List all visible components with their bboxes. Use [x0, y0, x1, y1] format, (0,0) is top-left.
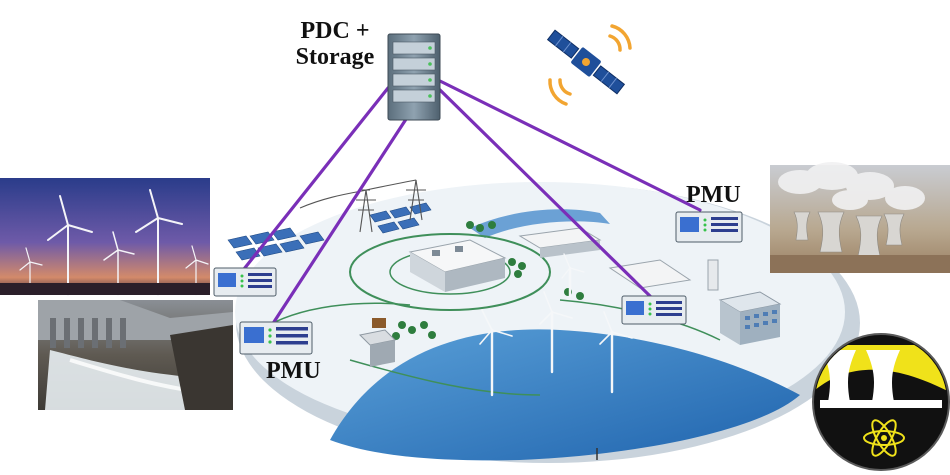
substation-icon [408, 239, 507, 292]
wind-farm-photo [0, 178, 210, 296]
solar-panel-icon [227, 202, 432, 261]
pmu-device-icon [621, 295, 687, 325]
server-rack-icon [387, 33, 441, 121]
pmu-device-icon [213, 267, 277, 297]
pdc-storage-label: PDC + Storage [280, 18, 390, 70]
pmu-label-right: PMU [686, 182, 741, 208]
hydro-dam-photo [38, 300, 233, 410]
wind-turbine-icon [479, 253, 633, 397]
transmission-tower-icon [299, 179, 426, 233]
pmu-label-left: PMU [266, 358, 321, 384]
pmu-device-icon [675, 211, 743, 243]
water-area [330, 329, 800, 461]
nuclear-plant-icon [812, 333, 950, 471]
communication-links [238, 78, 702, 330]
office-building-icon [718, 291, 782, 345]
cooling-tower-photo [770, 162, 950, 273]
grid-platform [235, 182, 860, 463]
satellite-signal-icon [548, 24, 632, 106]
pmu-device-icon [239, 321, 313, 355]
industrial-building-icon [358, 227, 719, 367]
pdc-label-line2: Storage [295, 44, 375, 70]
satellite-icon [546, 29, 626, 95]
pdc-label-line1: PDC + [300, 18, 370, 44]
